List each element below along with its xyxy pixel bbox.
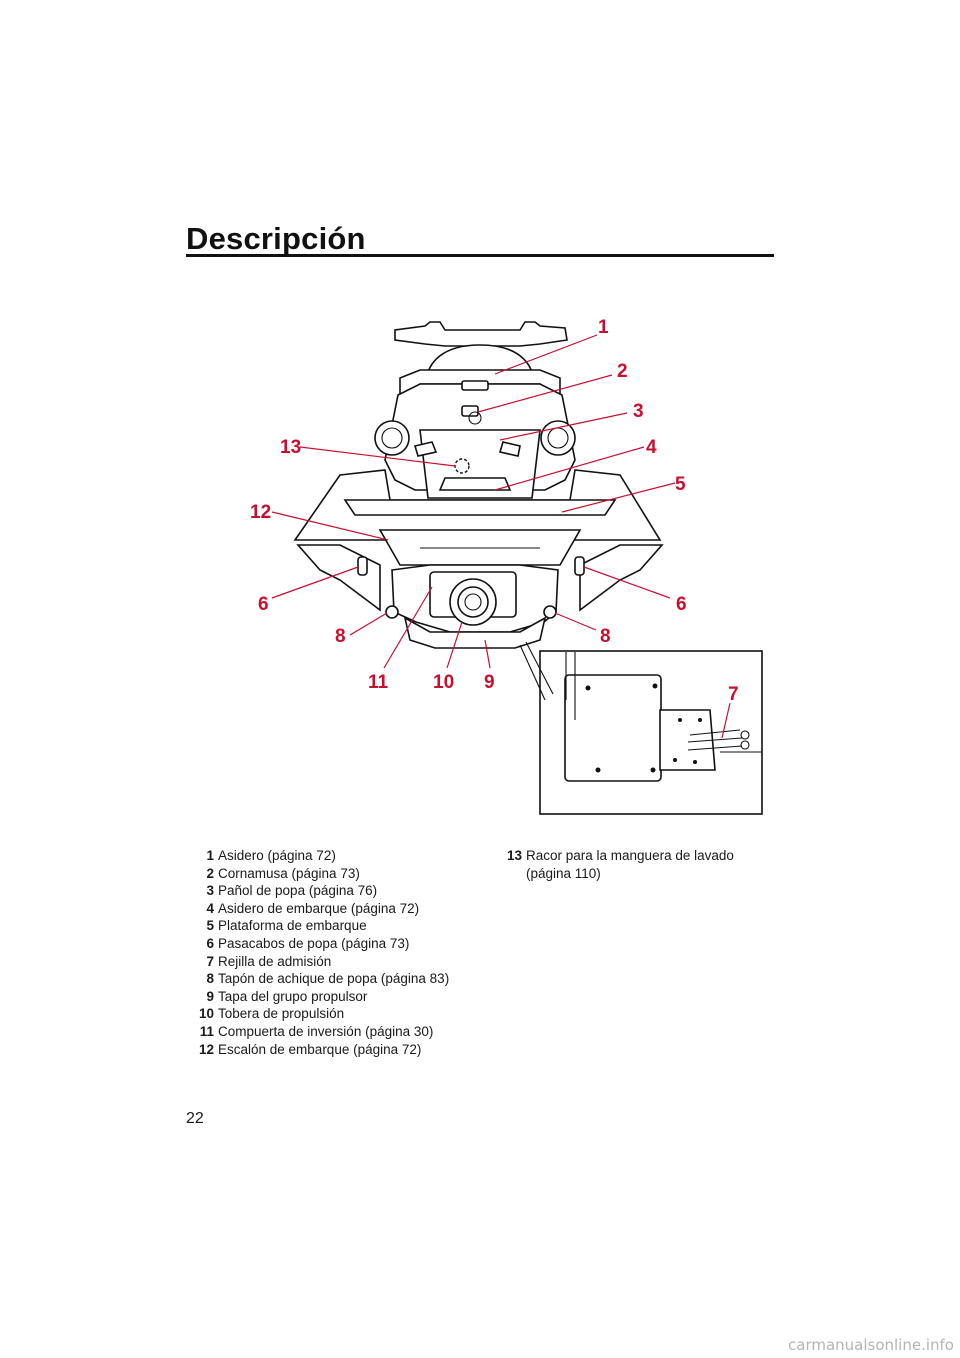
callout-5: 5 [675,474,686,495]
page-number: 22 [186,1110,204,1127]
callout-13: 13 [280,437,301,458]
title-rule [186,254,774,257]
callout-12: 12 [250,502,271,523]
callout-8-right: 8 [600,626,611,647]
callout-11: 11 [368,672,389,693]
callout-4: 4 [646,437,657,458]
callout-10: 10 [433,672,454,693]
callout-6-right: 6 [676,594,687,615]
callout-3: 3 [633,401,644,422]
page-title: Descripción [186,221,366,256]
watermark: carmanualsonline.info [788,1336,954,1354]
callout-9: 9 [484,672,495,693]
callout-6-left: 6 [258,594,269,615]
callout-8-left: 8 [335,626,346,647]
callout-1: 1 [598,317,609,338]
callout-2: 2 [617,361,628,382]
callout-7: 7 [728,684,739,705]
